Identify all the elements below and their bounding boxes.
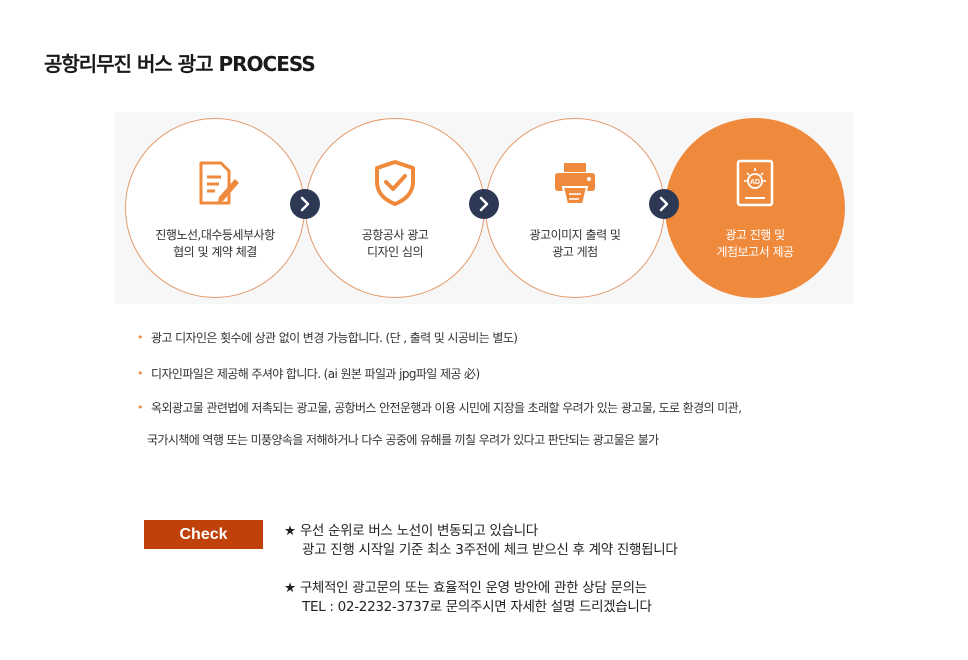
chevron-right-icon [649, 189, 679, 219]
process-step-report: AD 광고 진행 및 게첨보고서 제공 [665, 118, 845, 298]
ad-report-icon: AD [736, 159, 774, 207]
shield-check-icon [375, 160, 415, 206]
printer-icon [555, 163, 595, 205]
process-step-review: 공항공사 광고 디자인 심의 [305, 118, 485, 298]
check-item: ★ 우선 순위로 버스 노선이 변동되고 있습니다 광고 진행 시작일 기준 최… [284, 523, 678, 558]
check-item: ★ 구체적인 광고문의 또는 효율적인 운영 방안에 관한 상담 문의는 TEL… [284, 580, 652, 615]
chevron-right-icon [469, 189, 499, 219]
page-title: 공항리무진 버스 광고 PROCESS [44, 52, 316, 76]
svg-text:AD: AD [750, 179, 760, 186]
bullet: • [137, 367, 143, 380]
step-label: 광고이미지 출력 및 광고 게첨 [529, 228, 621, 259]
bullet: • [137, 331, 143, 344]
star-icon: ★ [284, 580, 296, 596]
process-step-print: 광고이미지 출력 및 광고 게첨 [485, 118, 665, 298]
step-label: 광고 진행 및 게첨보고서 제공 [716, 228, 794, 259]
step-label: 공항공사 광고 디자인 심의 [361, 228, 429, 259]
process-step-contract: 진행노선,대수등세부사항 협의 및 계약 체결 [125, 118, 305, 298]
document-edit-icon [199, 161, 239, 205]
step-label: 진행노선,대수등세부사항 협의 및 계약 체결 [155, 228, 275, 259]
chevron-right-icon [290, 189, 320, 219]
star-icon: ★ [284, 523, 296, 539]
bullet: • [137, 401, 143, 414]
check-badge: Check [144, 520, 263, 549]
